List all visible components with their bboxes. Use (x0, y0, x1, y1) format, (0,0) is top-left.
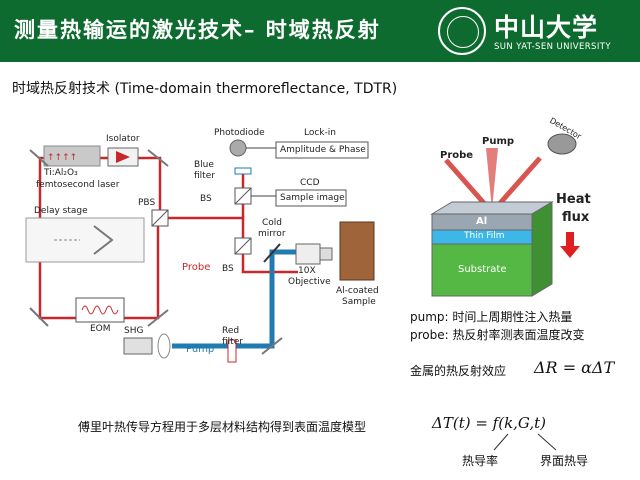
university-seal-icon (438, 7, 486, 55)
blue-filter-label-2: filter (194, 171, 215, 181)
bs-top-label: BS (200, 194, 212, 204)
ccd-label: CCD (300, 178, 320, 188)
k-label: 热导率 (462, 454, 499, 468)
pump-label: Pump (186, 344, 215, 355)
amp-phase-label: Amplitude & Phase (280, 145, 366, 155)
heat-flux-arrow (566, 232, 574, 246)
sample-pump-label: Pump (482, 136, 515, 147)
lockin-label: Lock-in (304, 128, 336, 138)
section-subtitle: 时域热反射技术 (Time-domain thermoreflectance, … (12, 81, 398, 97)
pump-beam-cone (486, 148, 498, 210)
delay-stage (25, 217, 145, 263)
university-logo: 中山大学 SUN YAT-SEN UNIVERSITY (438, 6, 638, 58)
sample-image-label: Sample image (280, 193, 345, 203)
eom-label: EOM (90, 324, 111, 334)
sample-probe-label: Probe (440, 150, 474, 161)
red-filter (227, 339, 237, 363)
pump-description: pump: 时间上周期性注入热量 (410, 310, 573, 324)
substrate-layer (431, 243, 533, 297)
flux-label: flux (562, 210, 590, 225)
red-filter-label-2: filter (222, 337, 243, 347)
sample-label-1: Al-coated (336, 286, 379, 296)
photodiode-label: Photodiode (214, 128, 265, 138)
cold-mirror (263, 243, 281, 263)
title-banner: 测量热输运的激光技术– 时域热反射 中山大学 SUN YAT-SEN UNIVE… (0, 0, 640, 62)
pump-beam-blue (172, 249, 296, 349)
al-layer-label: Al (476, 216, 488, 227)
slide-title: 测量热输运的激光技术– 时域热反射 (14, 17, 381, 42)
blue-filter (234, 167, 252, 175)
laser-label: Ti:Al₂O₃ (44, 168, 78, 178)
red-filter-label-1: Red (222, 326, 240, 336)
thermoreflectance-effect-label: 金属的热反射效应 (410, 364, 507, 378)
objective-label-2: Objective (288, 277, 331, 287)
laser-box (43, 145, 101, 167)
objective-label-1: 10X (298, 266, 316, 276)
model-formula: ΔT(t) = f(k,G,t) (432, 414, 547, 432)
effect-formula: ΔR = αΔT (534, 358, 615, 377)
bs-bottom-label: BS (222, 264, 234, 274)
probe-beam-out (492, 156, 542, 212)
cold-mirror-label-1: Cold (262, 218, 283, 228)
al-coated-sample (339, 221, 375, 281)
laser-sub-label: femtosecond laser (36, 180, 120, 190)
g-label: 界面热导 (540, 454, 589, 468)
shg-crystal (123, 337, 153, 355)
blue-filter-label-1: Blue (194, 160, 214, 170)
university-name: 中山大学 (494, 13, 599, 42)
sample-label-2: Sample (342, 297, 376, 307)
svg-text:↑↑↑↑: ↑↑↑↑ (47, 153, 77, 163)
pbs-label: PBS (138, 198, 156, 208)
heat-label: Heat (556, 192, 591, 207)
thin-film-label: Thin Film (464, 231, 505, 241)
model-description: 傅里叶热传导方程用于多层材料结构得到表面温度模型 (78, 420, 367, 434)
substrate-label: Substrate (458, 264, 507, 275)
lockin-box (275, 141, 369, 159)
ccd-box (275, 189, 347, 207)
delay-stage-label: Delay stage (34, 206, 88, 216)
probe-description: probe: 热反射率测表面温度改变 (410, 328, 585, 342)
probe-label: Probe (182, 262, 211, 273)
detector-icon (547, 133, 577, 155)
isolator-label: Isolator (106, 134, 140, 144)
university-name-en: SUN YAT-SEN UNIVERSITY (494, 42, 611, 52)
cold-mirror-label-2: mirror (258, 229, 286, 239)
shg-label: SHG (124, 326, 144, 336)
